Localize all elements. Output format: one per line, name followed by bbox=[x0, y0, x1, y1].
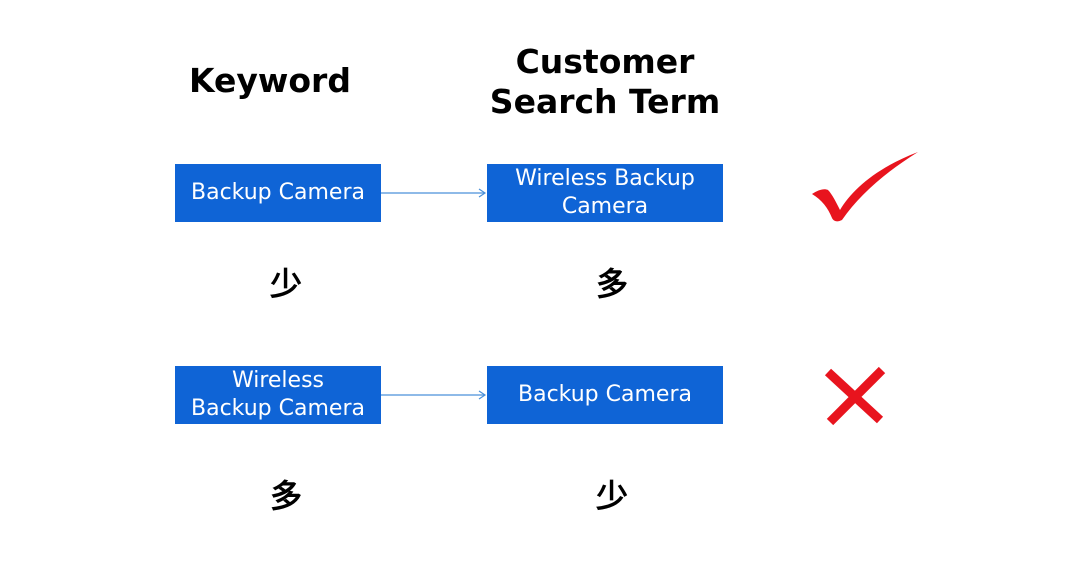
row1-keyword-volume-label: 少 bbox=[269, 265, 302, 303]
customer-search-term-column-header: Customer Search Term bbox=[470, 42, 740, 122]
row1-search-term-box: Wireless Backup Camera bbox=[487, 164, 723, 222]
row1-keyword-line-1: Backup Camera bbox=[191, 180, 365, 205]
row2-keyword-volume-label: 多 bbox=[269, 477, 302, 515]
cross-mark-icon bbox=[824, 366, 886, 426]
row1-search-term-volume-label: 多 bbox=[595, 265, 628, 303]
row2-arrow bbox=[381, 390, 487, 400]
row2-search-term-box: Backup Camera bbox=[487, 366, 723, 424]
row2-keyword-line-1: Wireless bbox=[231, 368, 325, 393]
row1-arrow bbox=[381, 188, 487, 198]
check-mark-icon bbox=[812, 152, 918, 222]
row1-search-term-line-2: Camera bbox=[561, 194, 649, 219]
row2-search-term-volume-label: 少 bbox=[595, 477, 628, 515]
row2-keyword-box: Wireless Backup Camera bbox=[175, 366, 381, 424]
row1-keyword-box: Backup Camera bbox=[175, 164, 381, 222]
keyword-column-header: Keyword bbox=[189, 61, 351, 100]
row2-keyword-line-2: Backup Camera bbox=[191, 396, 365, 421]
customer-search-term-header-line-2: Search Term bbox=[489, 82, 721, 121]
row1-search-term-line-1: Wireless Backup bbox=[515, 166, 695, 191]
row2-search-term-line-1: Backup Camera bbox=[518, 382, 692, 407]
customer-search-term-header-line-1: Customer bbox=[515, 42, 695, 81]
